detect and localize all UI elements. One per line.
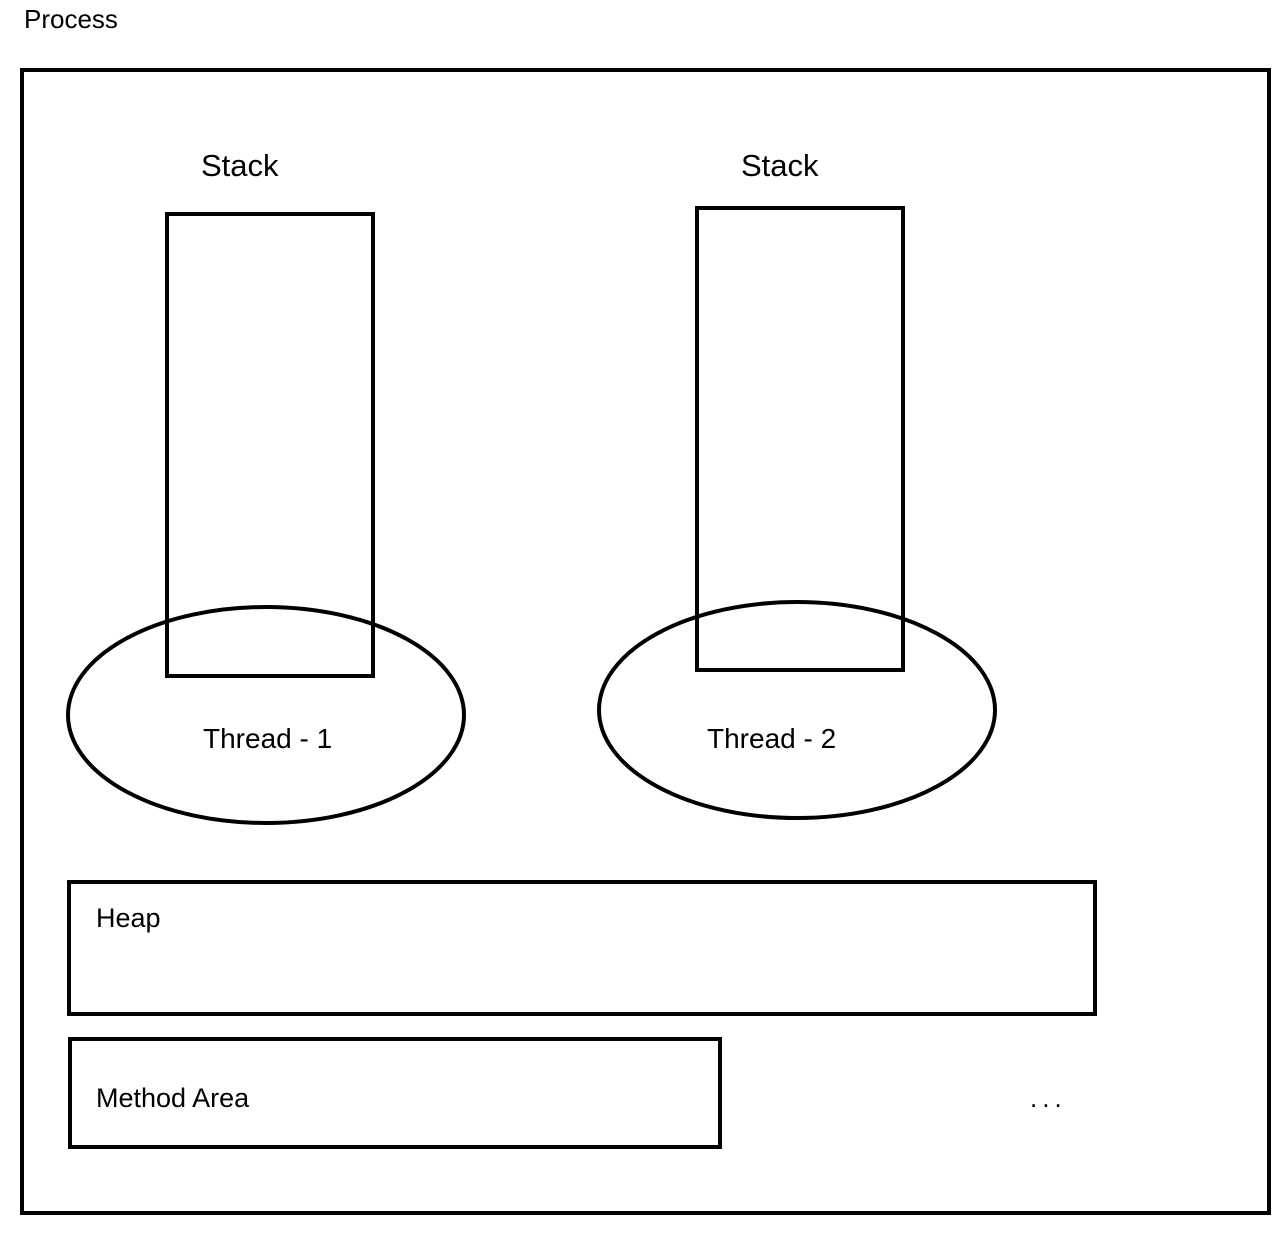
- stack-box-1: [165, 212, 375, 678]
- heap-box: [67, 880, 1097, 1016]
- heap-label: Heap: [96, 903, 161, 933]
- stack-label-2: Stack: [741, 148, 819, 183]
- stack-label-1: Stack: [201, 148, 279, 183]
- method-area-label: Method Area: [96, 1083, 250, 1113]
- thread-label-1: Thread - 1: [203, 723, 333, 754]
- process-label: Process: [24, 4, 118, 34]
- stack-box-2: [695, 206, 905, 672]
- more-ellipsis: ...: [1030, 1083, 1067, 1113]
- thread-ellipse-2: [597, 600, 997, 820]
- method-area-box: [68, 1037, 722, 1149]
- process-box: [20, 68, 1271, 1215]
- thread-label-2: Thread - 2: [707, 723, 837, 754]
- thread-ellipse-1: [66, 605, 466, 825]
